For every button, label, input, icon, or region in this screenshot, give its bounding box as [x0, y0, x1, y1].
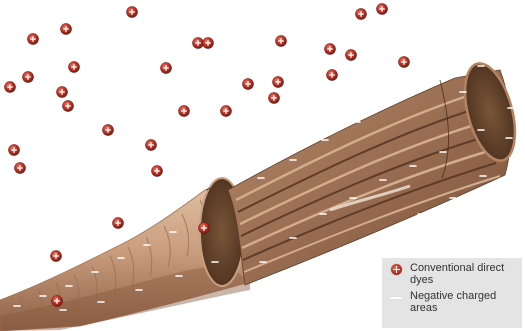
dye-molecule [220, 105, 231, 116]
dye-molecule [398, 56, 409, 67]
dye-molecule [345, 49, 356, 60]
dye-molecule [112, 217, 123, 228]
dye-molecule [22, 71, 33, 82]
dye-molecule [326, 69, 337, 80]
dye-molecule [268, 92, 279, 103]
dye-molecule [56, 86, 67, 97]
dye-molecule [51, 295, 62, 306]
dye-molecule [27, 33, 38, 44]
dye-molecule [145, 139, 156, 150]
legend: Conventional direct dyes Negative charge… [382, 258, 522, 328]
dye-molecule [202, 37, 213, 48]
dye-molecule [4, 81, 15, 92]
legend-negative-label: Negative charged areas [410, 290, 516, 314]
dye-molecule [151, 165, 162, 176]
dye-molecule [376, 3, 387, 14]
dye-molecule [62, 100, 73, 111]
dye-molecule [324, 43, 335, 54]
dye-molecule [242, 78, 253, 89]
dye-molecule [178, 105, 189, 116]
dye-molecule [14, 162, 25, 173]
legend-dye-label: Conventional direct dyes [410, 262, 516, 286]
dye-molecule [60, 23, 71, 34]
legend-item-negative: Negative charged areas [388, 290, 516, 314]
dye-molecule [68, 61, 79, 72]
dye-molecule [102, 124, 113, 135]
dye-molecule [355, 8, 366, 19]
dye-molecule [50, 250, 61, 261]
dye-molecule [275, 35, 286, 46]
dye-molecule [272, 76, 283, 87]
dye-molecule [198, 222, 209, 233]
dye-molecule [192, 37, 203, 48]
dye-molecule [160, 62, 171, 73]
plus-circle-icon [388, 264, 404, 275]
dye-molecule [8, 144, 19, 155]
dye-molecule [126, 6, 137, 17]
legend-item-dyes: Conventional direct dyes [388, 262, 516, 286]
minus-dash-icon [388, 292, 404, 299]
